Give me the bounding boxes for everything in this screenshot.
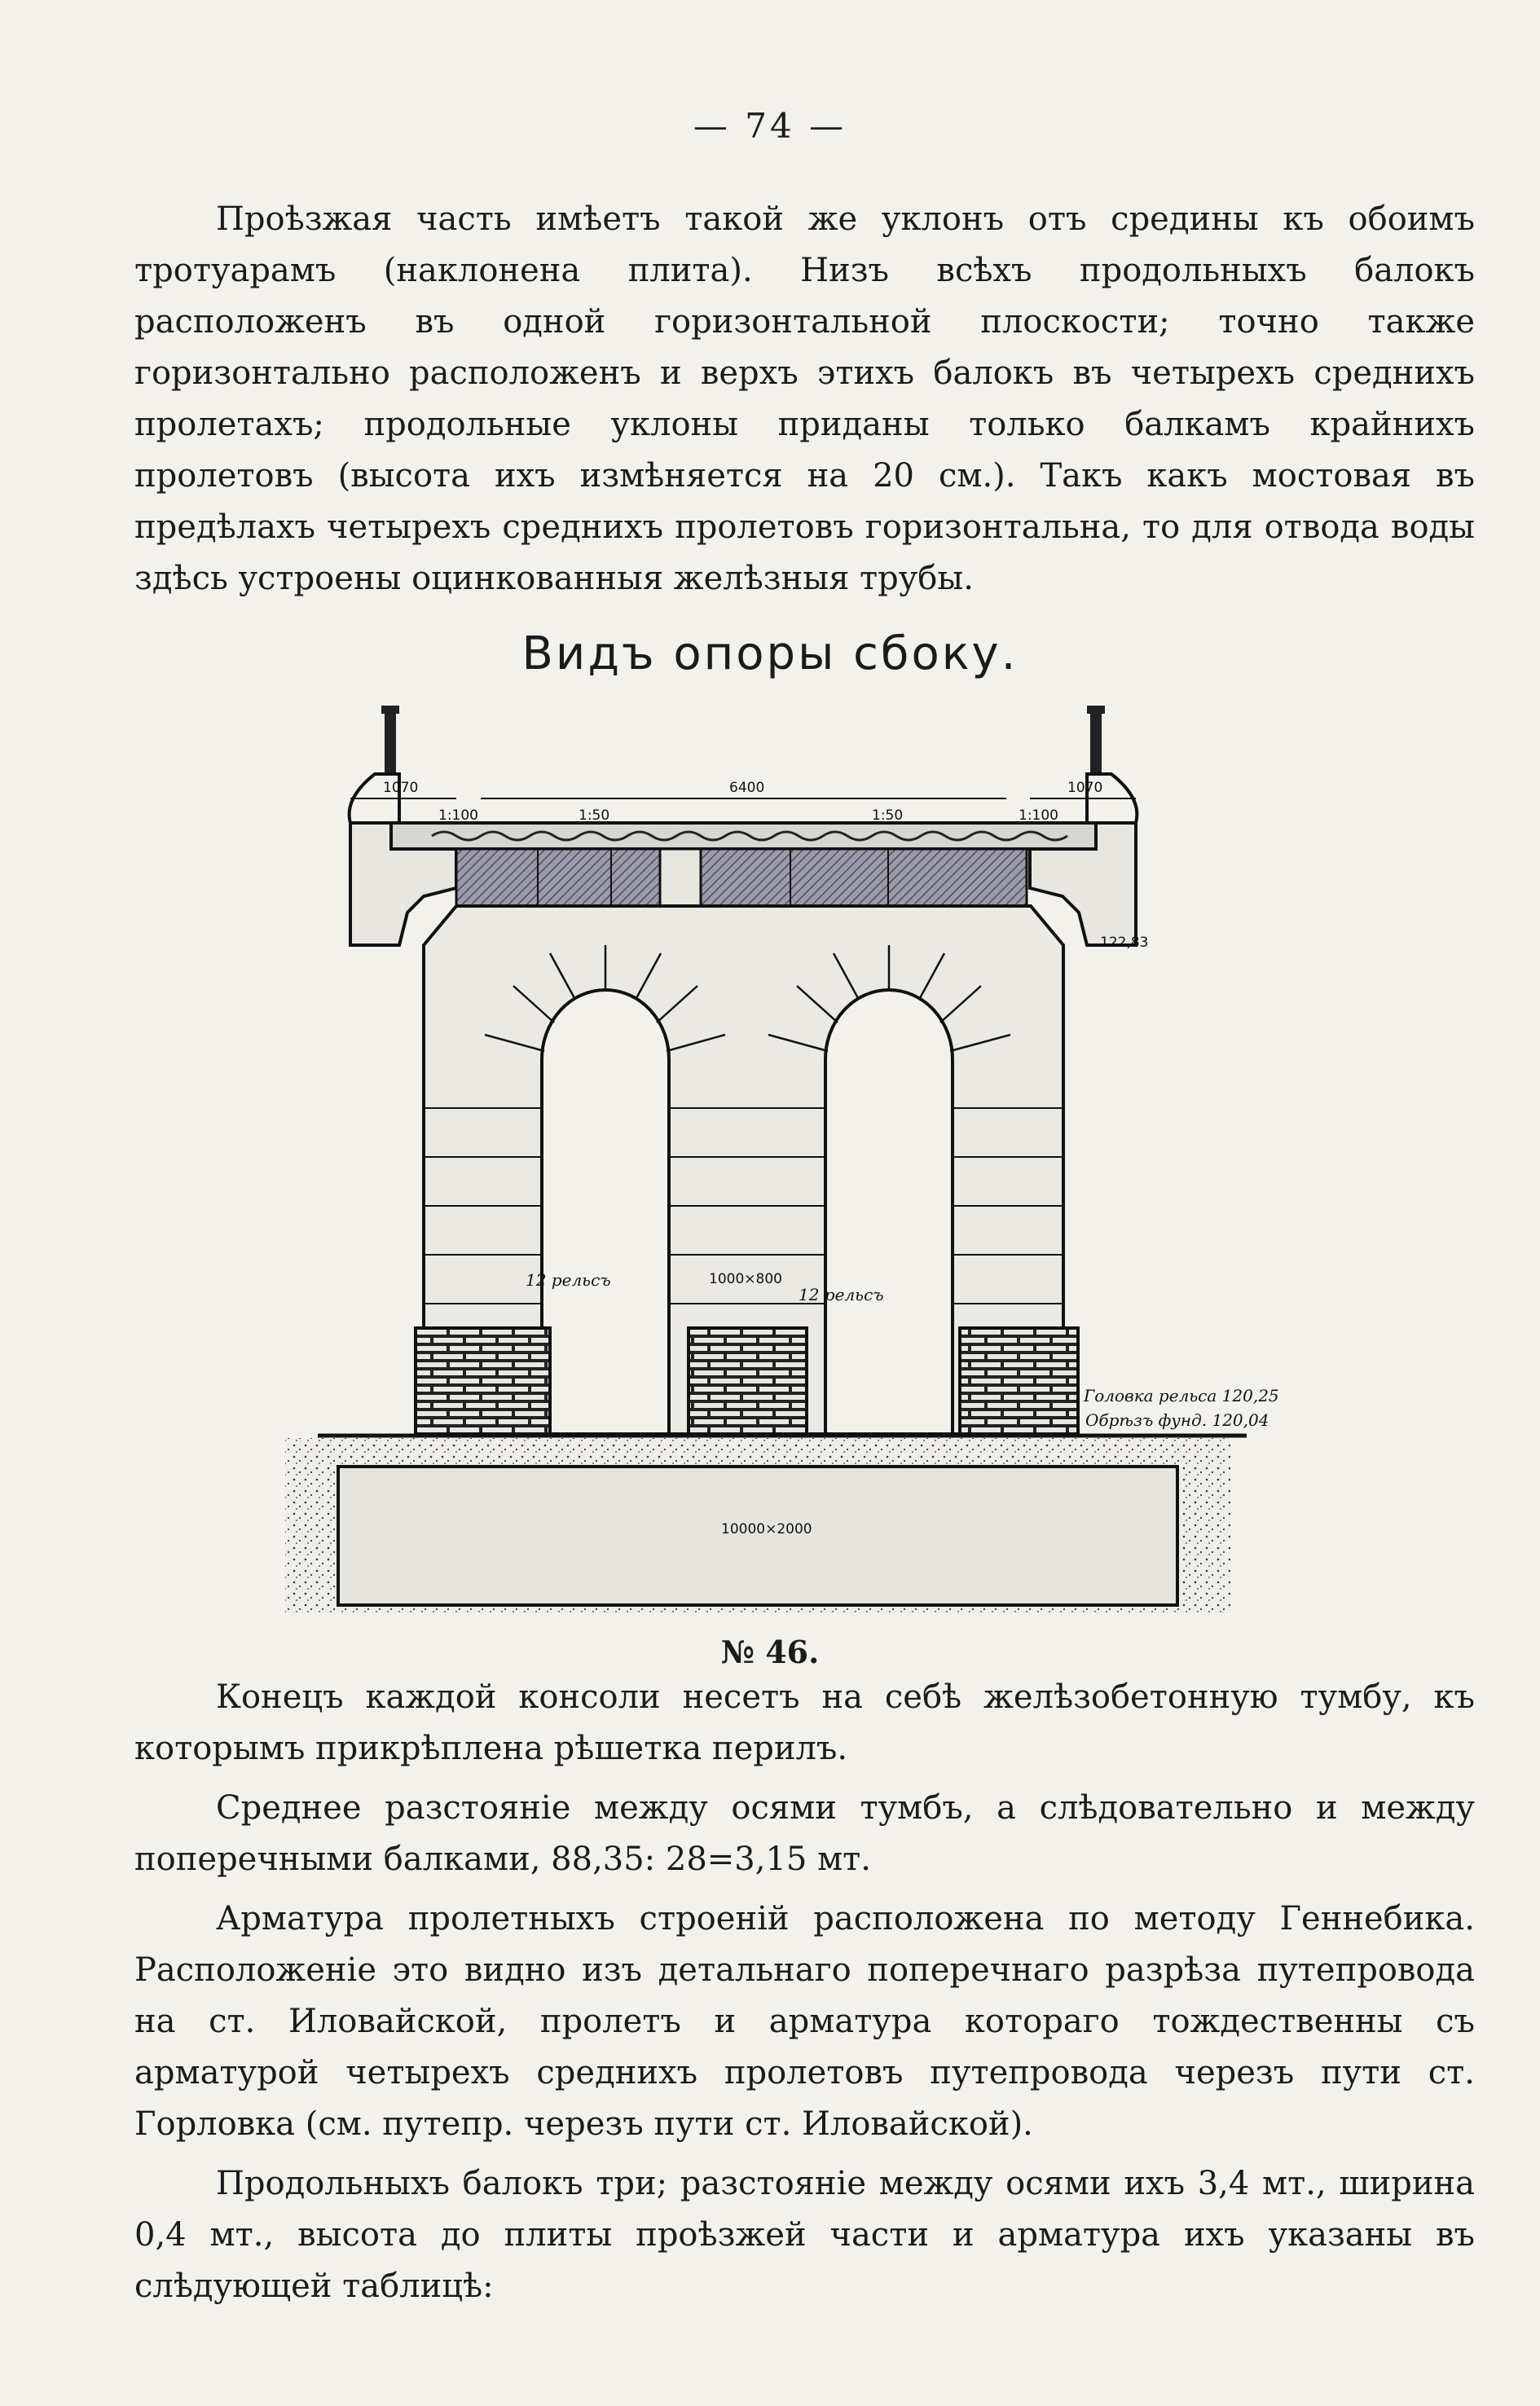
left-arch-opening — [540, 988, 671, 1436]
deck-slab — [389, 821, 1098, 851]
slope-1: 1:100 — [438, 807, 478, 824]
figure-caption: № 46. — [720, 1634, 820, 1670]
slope-4: 1:100 — [1019, 807, 1058, 824]
pier-side-view-drawing: 1070 6400 1070 1:100 1:50 1:50 1:100 122… — [285, 706, 1279, 1613]
middle-plinth — [687, 1326, 808, 1436]
level-top: 122,83 — [1100, 935, 1148, 951]
rail-left: 12 рельсъ — [526, 1270, 611, 1290]
foundation-block — [337, 1465, 1179, 1607]
right-plinth — [958, 1326, 1080, 1436]
paragraph: Среднее разстояніе между осями тумбъ, а … — [134, 1789, 1475, 1878]
dim-center: 6400 — [729, 780, 764, 796]
left-plinth — [414, 1326, 552, 1436]
column-size: 1000×800 — [709, 1271, 782, 1287]
voussoirs — [484, 945, 1011, 1053]
paragraph: Проѣзжая часть имѣетъ такой же уклонъ от… — [134, 200, 1475, 597]
paragraph: Конецъ каждой консоли несетъ на себѣ жел… — [134, 1678, 1475, 1767]
railing-posts — [381, 706, 1105, 774]
slope-3: 1:50 — [872, 807, 903, 824]
text-block-bottom: Конецъ каждой консоли несетъ на себѣ жел… — [134, 1672, 1475, 2312]
foundation-size: 10000×2000 — [721, 1521, 812, 1537]
right-arch-opening — [824, 988, 954, 1436]
page-number: — 74 — — [693, 106, 847, 146]
foundation-edge-level: Обрѣзъ фунд. 120,04 — [1085, 1410, 1269, 1430]
slope-2: 1:50 — [579, 807, 609, 824]
rail-head-level: Головка рельса 120,25 — [1083, 1386, 1279, 1405]
dim-left: 1070 — [383, 780, 418, 796]
figure-title: Видъ опоры сбоку. — [521, 627, 1019, 680]
rail-right: 12 рельсъ — [799, 1285, 884, 1304]
paragraph: Арматура пролетныхъ строеній расположена… — [134, 1900, 1475, 2143]
text-block-top: Проѣзжая часть имѣетъ такой же уклонъ от… — [134, 194, 1475, 605]
stone-courses — [424, 1107, 1063, 1304]
paragraph: Продольныхъ балокъ три; разстояніе между… — [134, 2165, 1475, 2305]
dim-right: 1070 — [1067, 780, 1102, 796]
